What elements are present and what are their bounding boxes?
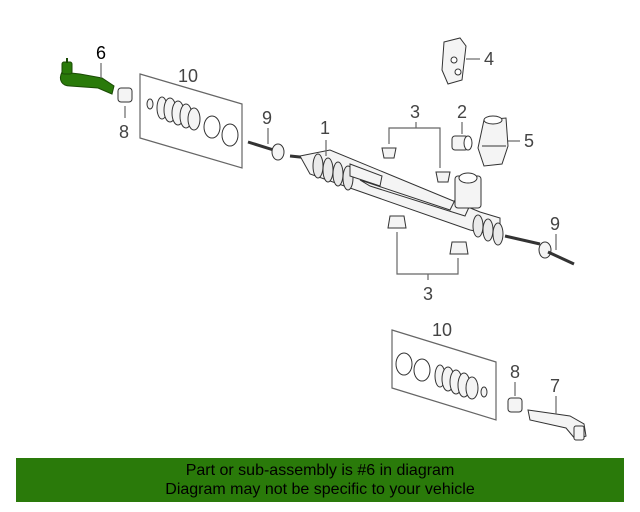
part-2-bushing[interactable] bbox=[451, 135, 473, 151]
part-7-tie-rod-end[interactable] bbox=[527, 409, 587, 441]
callout-10-top: 10 bbox=[178, 66, 198, 86]
part-9-inner-tie-rod-bottom[interactable] bbox=[538, 241, 575, 266]
banner-line-2: Diagram may not be specific to your vehi… bbox=[165, 481, 475, 498]
part-3-bushings-top[interactable] bbox=[381, 147, 451, 183]
part-8-nut-top[interactable] bbox=[117, 87, 133, 103]
part-6-tie-rod-end[interactable] bbox=[59, 58, 115, 95]
callout-1: 1 bbox=[320, 118, 330, 138]
leader-3-bottom bbox=[396, 232, 459, 280]
part-5-housing[interactable] bbox=[477, 115, 509, 167]
part-10-boot-kit-bottom[interactable] bbox=[391, 329, 497, 421]
callout-3-bottom: 3 bbox=[423, 284, 433, 304]
callout-3-top: 3 bbox=[410, 102, 420, 122]
callout-9-top: 9 bbox=[262, 108, 272, 128]
callout-4: 4 bbox=[484, 49, 494, 69]
part-1-steering-rack[interactable] bbox=[289, 149, 541, 246]
callout-8-top: 8 bbox=[119, 122, 129, 142]
leader-3-top bbox=[388, 122, 441, 168]
part-9-inner-tie-rod-top[interactable] bbox=[247, 140, 285, 161]
callout-5: 5 bbox=[524, 131, 534, 151]
info-banner: Part or sub-assembly is #6 in diagram Di… bbox=[16, 458, 624, 502]
part-10-boot-kit-top[interactable] bbox=[139, 73, 243, 169]
part-4-bracket[interactable] bbox=[441, 37, 467, 85]
callout-7: 7 bbox=[550, 376, 560, 396]
callout-2: 2 bbox=[457, 102, 467, 122]
callout-9-bottom: 9 bbox=[550, 214, 560, 234]
banner-line-1: Part or sub-assembly is #6 in diagram bbox=[185, 462, 455, 479]
part-8-nut-bottom[interactable] bbox=[507, 397, 523, 413]
callout-10-bottom: 10 bbox=[432, 320, 452, 340]
callout-6: 6 bbox=[96, 43, 106, 63]
callout-8-bottom: 8 bbox=[510, 362, 520, 382]
part-3-bushings-bottom[interactable] bbox=[387, 215, 469, 255]
